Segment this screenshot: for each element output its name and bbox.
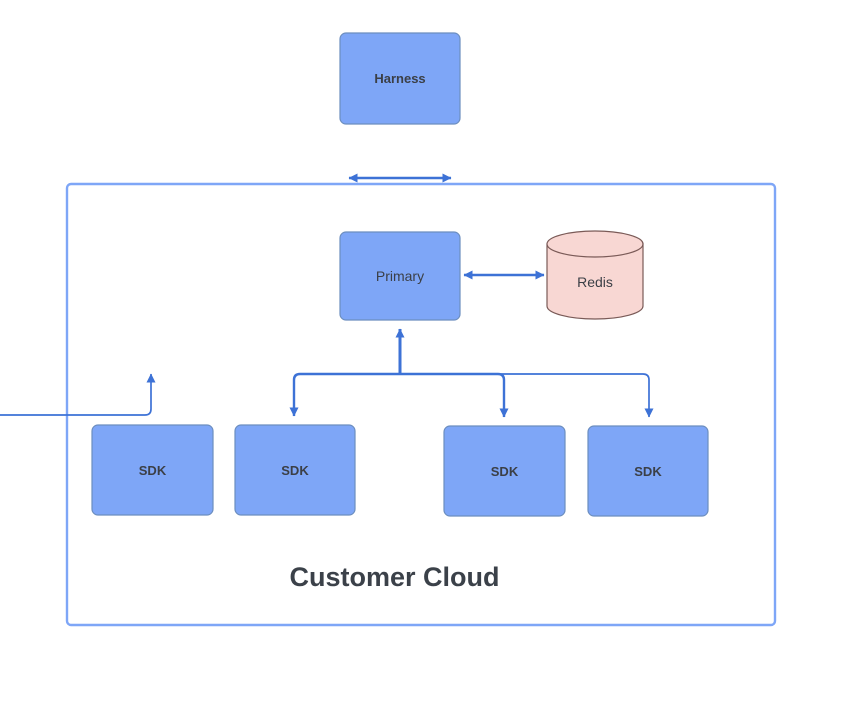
node-sdk1[interactable] — [91, 424, 214, 516]
edge-sdk4-primary — [400, 373, 654, 418]
node-redis[interactable] — [546, 230, 644, 320]
node-sdk3[interactable] — [443, 425, 566, 517]
edge-sdk3-primary — [400, 372, 509, 418]
node-sdk2[interactable] — [234, 424, 356, 516]
node-sdk4[interactable] — [587, 425, 709, 517]
edge-sdk2-primary — [289, 372, 400, 417]
customer-cloud-title: Customer Cloud — [289, 562, 500, 592]
node-primary[interactable] — [339, 231, 461, 321]
edge-sdk1-primary — [0, 373, 156, 416]
customer-cloud-group-border — [65, 182, 777, 627]
node-harness[interactable] — [339, 32, 461, 125]
